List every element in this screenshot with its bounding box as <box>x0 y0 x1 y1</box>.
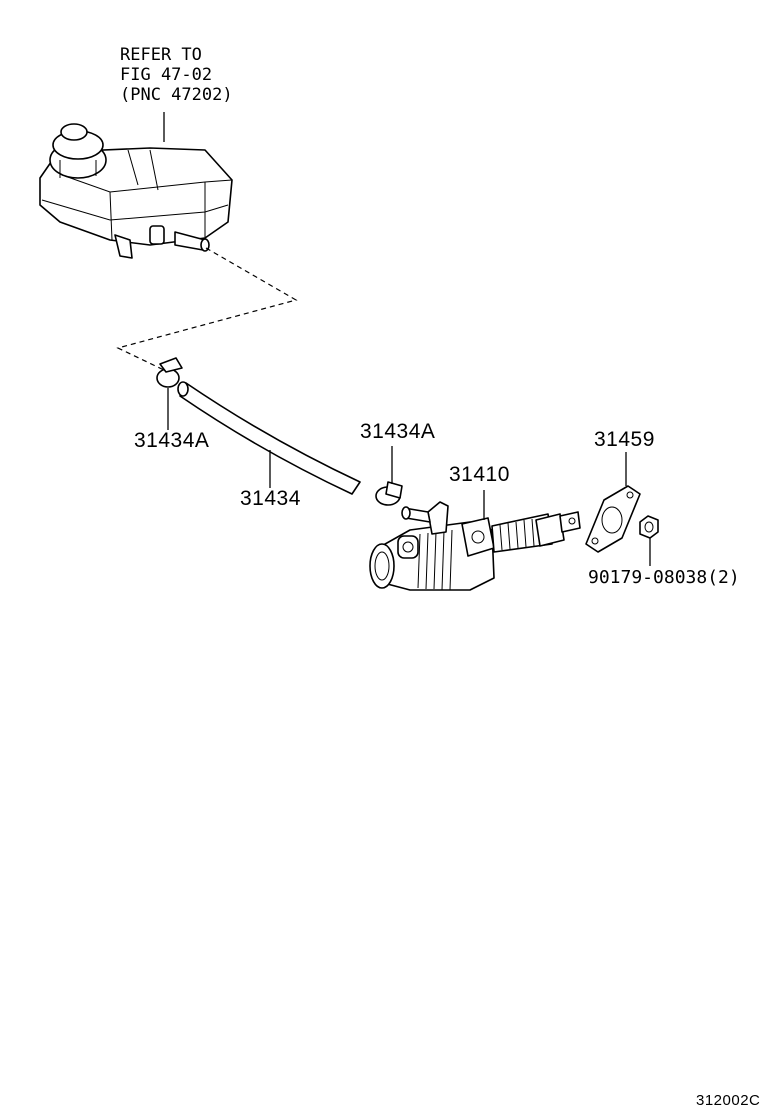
reference-line-3: (PNC 47202) <box>120 85 233 105</box>
label-gasket: 31459 <box>594 428 655 451</box>
nut-drawing <box>639 515 659 566</box>
gasket-drawing <box>585 452 641 553</box>
reference-line-1: REFER TO <box>120 45 202 65</box>
master-cylinder-drawing <box>369 490 581 591</box>
clamp-right-drawing <box>375 446 403 506</box>
label-clamp-right: 31434A <box>360 420 436 443</box>
reservoir-tank-drawing <box>39 112 233 259</box>
routing-dashed-line <box>116 247 298 373</box>
clamp-left-drawing <box>156 357 183 430</box>
label-hose: 31434 <box>240 487 301 510</box>
reference-line-2: FIG 47-02 <box>120 65 213 85</box>
illustration-id: 312002C <box>696 1092 760 1109</box>
label-master-cylinder: 31410 <box>449 463 510 486</box>
label-clamp-left: 31434A <box>134 429 210 452</box>
label-nut: 90179-08038(2) <box>588 567 740 588</box>
hose-drawing <box>177 381 361 495</box>
